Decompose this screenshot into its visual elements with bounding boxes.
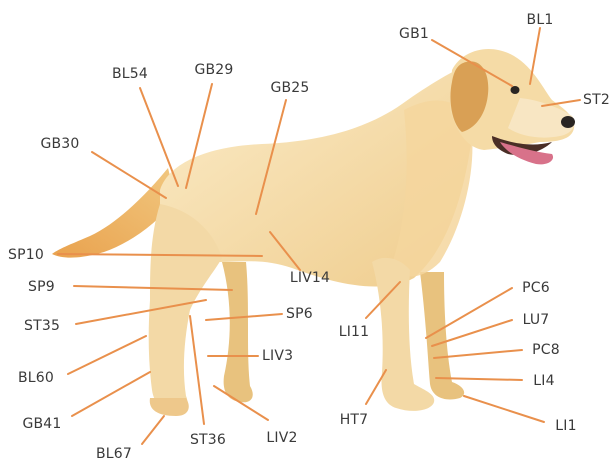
pointer-bl60 bbox=[68, 336, 146, 374]
dog-eye bbox=[511, 86, 520, 94]
label-liv14: LIV14 bbox=[290, 270, 330, 286]
label-gb30: GB30 bbox=[40, 136, 79, 152]
label-bl1: BL1 bbox=[527, 12, 554, 28]
pointer-st36 bbox=[190, 316, 204, 424]
label-gb29: GB29 bbox=[194, 62, 233, 78]
label-li11: LI11 bbox=[339, 324, 370, 340]
label-gb25: GB25 bbox=[270, 80, 309, 96]
label-gb41: GB41 bbox=[22, 416, 61, 432]
label-liv2: LIV2 bbox=[266, 430, 297, 446]
label-sp6: SP6 bbox=[286, 306, 313, 322]
pointer-gb41 bbox=[72, 372, 150, 416]
label-li4: LI4 bbox=[533, 373, 554, 389]
label-ht7: HT7 bbox=[340, 412, 369, 428]
label-li1: LI1 bbox=[555, 418, 576, 434]
dog-far-hind-leg bbox=[222, 262, 253, 402]
dog-illustration bbox=[52, 49, 575, 416]
label-st36: ST36 bbox=[190, 432, 226, 448]
label-liv3: LIV3 bbox=[262, 348, 293, 364]
label-bl60: BL60 bbox=[18, 370, 54, 386]
label-pc8: PC8 bbox=[532, 342, 560, 358]
label-sp9: SP9 bbox=[28, 279, 55, 295]
label-st35: ST35 bbox=[24, 318, 60, 334]
label-sp10: SP10 bbox=[8, 247, 44, 263]
dog-hind-paw bbox=[150, 398, 189, 416]
label-bl54: BL54 bbox=[112, 66, 148, 82]
dog-far-front-leg bbox=[420, 272, 464, 399]
pointer-li1 bbox=[464, 396, 544, 422]
label-st2: ST2 bbox=[583, 92, 610, 108]
label-lu7: LU7 bbox=[523, 312, 550, 328]
pointer-bl67 bbox=[142, 416, 164, 444]
label-gb1: GB1 bbox=[399, 26, 429, 42]
pointer-gb30 bbox=[92, 152, 166, 198]
label-pc6: PC6 bbox=[522, 280, 550, 296]
label-bl67: BL67 bbox=[96, 446, 132, 462]
pointer-bl54 bbox=[140, 88, 178, 186]
dog-nose bbox=[561, 116, 575, 128]
